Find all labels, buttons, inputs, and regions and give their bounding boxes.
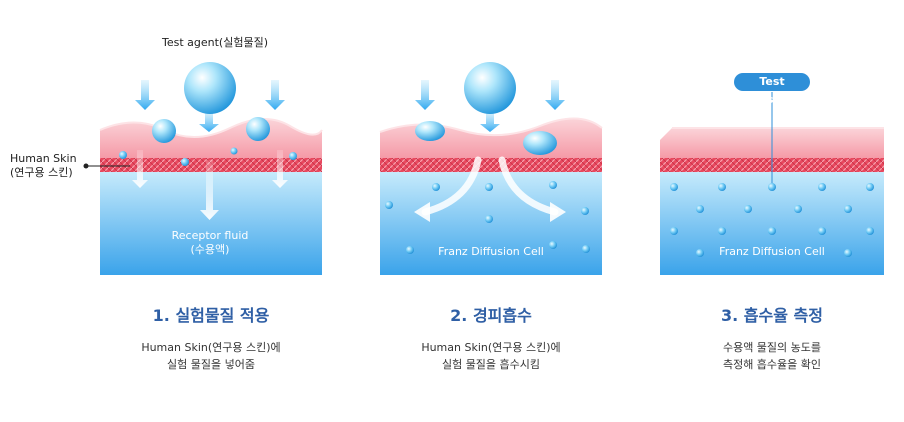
step-1-desc-line2: 실험 물질을 넣어줌 <box>167 358 255 371</box>
receptor-fluid-label: Receptor fluid (수용액) <box>150 229 270 257</box>
human-skin-label: Human Skin (연구용 스킨) <box>10 152 90 180</box>
human-skin-label-line1: Human Skin <box>10 152 77 165</box>
panel-1-diagram <box>99 62 323 275</box>
human-skin-label-line2: (연구용 스킨) <box>10 166 73 179</box>
franz-cell-label-2: Franz Diffusion Cell <box>438 245 544 258</box>
step-2-desc-line1: Human Skin(연구용 스킨)에 <box>421 341 561 354</box>
receptor-fluid-line1: Receptor fluid <box>171 229 249 242</box>
step-2-description: Human Skin(연구용 스킨)에 실험 물질을 흡수시킴 <box>341 339 641 373</box>
test-agent-label: Test agent(실험물질) <box>162 36 268 49</box>
receptor-fluid-line2: (수용액) <box>190 243 230 256</box>
step-1-desc-line1: Human Skin(연구용 스킨)에 <box>141 341 281 354</box>
step-3-description: 수용액 물질의 농도를 측정해 흡수율을 확인 <box>622 339 904 373</box>
panel-2-diagram <box>379 62 603 275</box>
panel-3-diagram <box>660 92 884 275</box>
step-1-title: 1. 실험물질 적용 <box>152 306 270 325</box>
step-3-title: 3. 흡수율 측정 <box>721 306 823 325</box>
step-1-description: Human Skin(연구용 스킨)에 실험 물질을 넣어줌 <box>61 339 361 373</box>
step-3-desc-line1: 수용액 물질의 농도를 <box>722 341 822 354</box>
step-3-desc-line2: 측정해 흡수율을 확인 <box>722 358 822 371</box>
diagram-illustration <box>83 62 884 275</box>
test-result-badge: Test result <box>734 73 810 106</box>
human-skin-pointer <box>83 163 130 169</box>
step-2-desc-line2: 실험 물질을 흡수시킴 <box>441 358 541 371</box>
step-2-title: 2. 경피흡수 <box>450 306 532 325</box>
franz-cell-label-3: Franz Diffusion Cell <box>719 245 825 258</box>
